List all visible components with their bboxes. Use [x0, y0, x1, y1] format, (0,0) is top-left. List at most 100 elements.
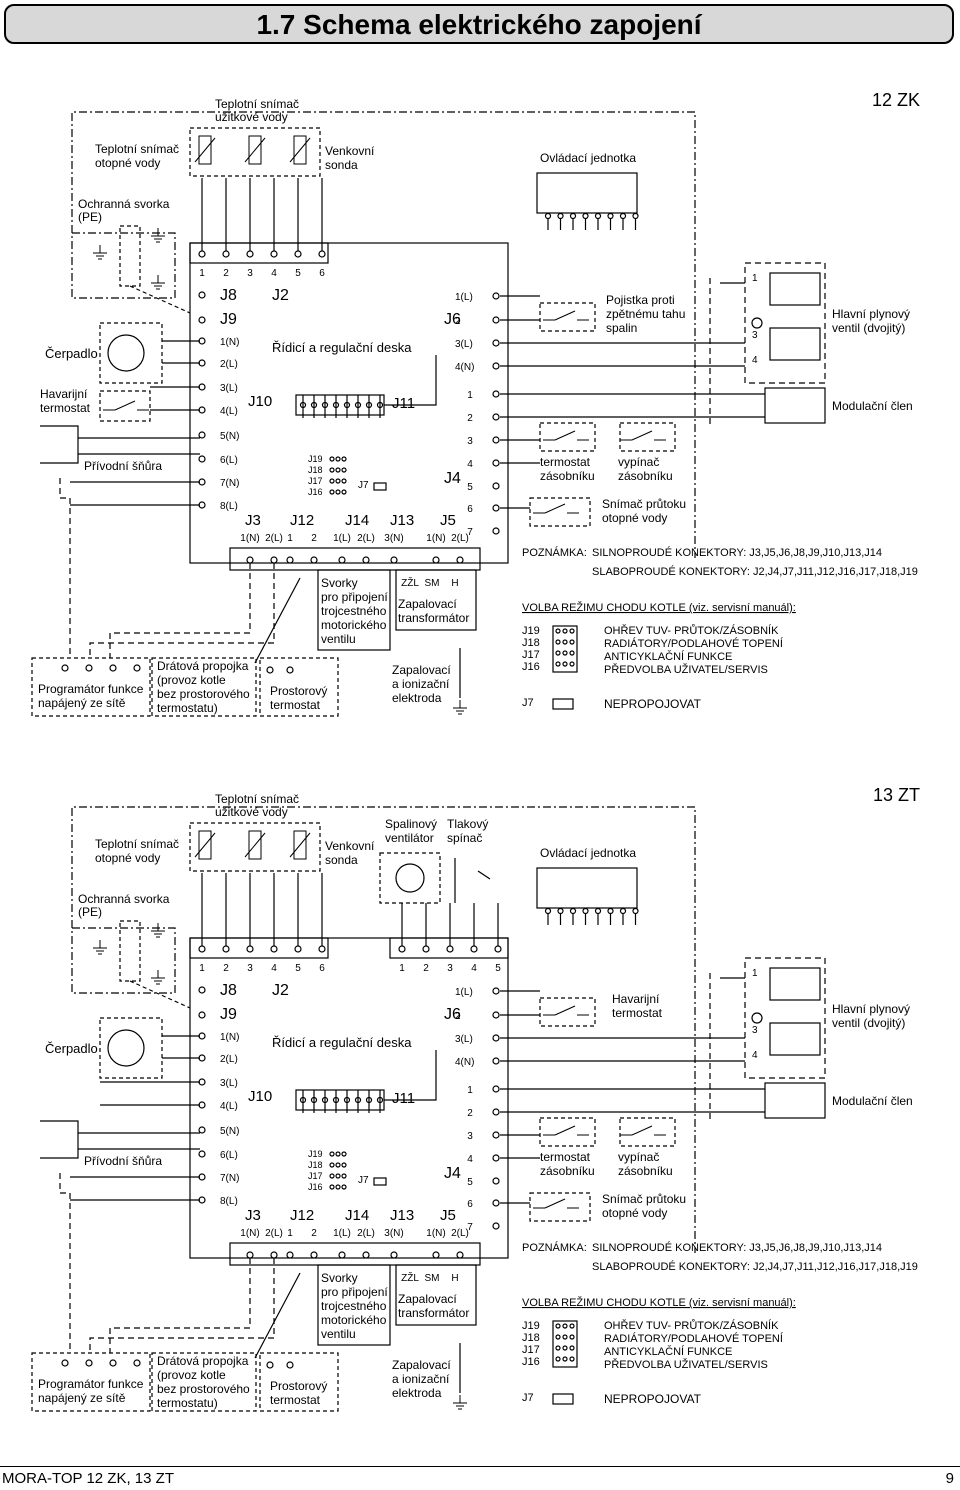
mode-jumper-pin	[555, 1356, 561, 1362]
bottom-pin	[362, 556, 370, 564]
programmer-label: napájený ze sítě	[38, 696, 126, 710]
transformer-pin-label: SM	[425, 1273, 440, 1284]
bottom-pin-label: 1(L)	[333, 533, 351, 544]
fan-pin	[446, 945, 454, 953]
page-title: 1.7 Schema elektrického zapojení	[256, 9, 702, 40]
modulation-label: Modulační člen	[832, 399, 913, 413]
power-cord-dash	[59, 1173, 71, 1353]
sensor-icon	[194, 135, 216, 165]
bottom-pin-label: 1(L)	[333, 1228, 351, 1239]
control-unit-pin	[619, 212, 627, 220]
bottom-connector-label: J13	[390, 1207, 414, 1224]
jumper-pin	[341, 478, 347, 484]
jumper-label: termostatu)	[157, 701, 218, 715]
j9-pin	[198, 316, 206, 324]
pump-label: Čerpadlo	[45, 1041, 98, 1056]
mode-description: PŘEDVOLBA UŽIVATEL/SERVIS	[604, 1358, 768, 1371]
j10-pin-label: 8(L)	[220, 1196, 238, 1207]
footer-model: MORA-TOP 12 ZK, 13 ZT	[2, 1470, 174, 1487]
bottom-connector-label: J12	[290, 512, 314, 529]
transformer-pin-label: SM	[425, 578, 440, 589]
gas-valve-pin-label: 4	[752, 355, 758, 366]
control-unit-pin	[544, 212, 552, 220]
valve-terminals-label: motorického	[321, 618, 387, 632]
j10-pin-label: 6(L)	[220, 1150, 238, 1161]
jumper-pin	[329, 489, 335, 495]
bottom-pin	[432, 1251, 440, 1259]
mode-jumper-pin	[562, 661, 568, 667]
control-unit-pin	[544, 907, 552, 915]
bottom-pin	[270, 556, 278, 564]
j2-pin	[270, 945, 278, 953]
fan-pin	[422, 945, 430, 953]
high-current-note: SILNOPROUDÉ KONEKTORY: J3,J5,J6,J8,J9,J1…	[592, 546, 882, 559]
j2-pin-number: 5	[295, 963, 301, 974]
jumper-box	[151, 657, 257, 717]
j11-label: J11	[392, 1090, 415, 1107]
j7-note: NEPROPOJOVAT	[604, 697, 702, 711]
j2-pin-number: 4	[271, 268, 277, 279]
bottom-pin	[270, 1251, 278, 1259]
j4-pin-label: 5	[467, 482, 473, 493]
jumper-pin	[329, 467, 335, 473]
title-bar: 1.7 Schema elektrického zapojení	[4, 4, 954, 44]
pe-frame	[71, 232, 176, 299]
j4-pin	[492, 482, 500, 490]
programmer-pin	[61, 1359, 69, 1367]
control-unit-pin	[632, 212, 639, 220]
transformer-pin-label: ZŽL	[401, 576, 419, 589]
control-unit-pin	[557, 212, 564, 220]
mode-jumper-pin	[569, 1334, 575, 1340]
j7-label: J7	[358, 1175, 369, 1186]
j4-pin	[492, 1131, 500, 1139]
j11-bus	[384, 1050, 437, 1101]
j10-pin-label: 4(L)	[220, 1101, 238, 1112]
j6-pin-label: 1(L)	[455, 292, 473, 303]
j10-pin-label: 5(N)	[220, 431, 239, 442]
jumper-label: Drátová propojka	[157, 659, 249, 673]
control-unit-pin	[582, 907, 589, 915]
emergency-thermostat-label: termostat	[612, 1006, 663, 1020]
sensor-icon	[194, 830, 216, 860]
room-thermostat-label: termostat	[270, 1393, 321, 1407]
j6-pin	[492, 1057, 500, 1065]
j10-pin	[198, 1126, 206, 1134]
control-unit-box	[536, 172, 638, 214]
mode-j7-label: J7	[522, 697, 534, 709]
tank-switch-label: zásobníku	[618, 1164, 673, 1178]
flow-sensor-box	[529, 1192, 591, 1222]
j8-pin	[198, 291, 206, 299]
control-unit-pin	[557, 907, 564, 915]
bottom-pin-label: 1(N)	[240, 1228, 259, 1239]
control-unit-label: Ovládací jednotka	[540, 846, 636, 860]
mode-jumper-pin	[555, 639, 561, 645]
bottom-pin-label: 2(L)	[265, 533, 283, 544]
gas-valve-frame	[744, 262, 826, 384]
j2-pin	[246, 945, 254, 953]
jumper-pin	[341, 456, 347, 462]
emergency-thermostat-switch	[103, 400, 149, 411]
transformer-label: Zapalovací	[398, 597, 457, 611]
bottom-connector-label: J14	[345, 512, 369, 529]
j10-pin-label: 3(L)	[220, 383, 238, 394]
mode-description: OHŘEV TUV- PRŮTOK/ZÁSOBNÍK	[604, 1319, 779, 1332]
control-board-label: Řídicí a regulační deska	[272, 340, 412, 355]
wire-dash	[109, 1258, 251, 1353]
programmer-label: napájený ze sítě	[38, 1391, 126, 1405]
j4-pin-label: 3	[467, 436, 473, 447]
gas-valve-label: ventil (dvojitý)	[832, 1016, 905, 1030]
bottom-connector-label: J14	[345, 1207, 369, 1224]
room-thermostat-pin	[286, 666, 294, 674]
flow-sensor-label: Snímač průtoku	[602, 1192, 686, 1206]
j10-pin-label: 1(N)	[220, 337, 239, 348]
transformer-pin-label: H	[451, 1273, 458, 1284]
fan-label: ventilátor	[385, 831, 434, 845]
j7-label: J7	[358, 480, 369, 491]
bottom-pin-label: 1	[287, 1228, 293, 1239]
mode-j7-connector	[552, 698, 574, 710]
j4-pin-label: 5	[467, 1177, 473, 1188]
j2-pin	[198, 945, 206, 953]
bottom-connector-label: J12	[290, 1207, 314, 1224]
tank-thermostat-switch	[543, 430, 589, 441]
control-unit-pin	[607, 907, 614, 915]
